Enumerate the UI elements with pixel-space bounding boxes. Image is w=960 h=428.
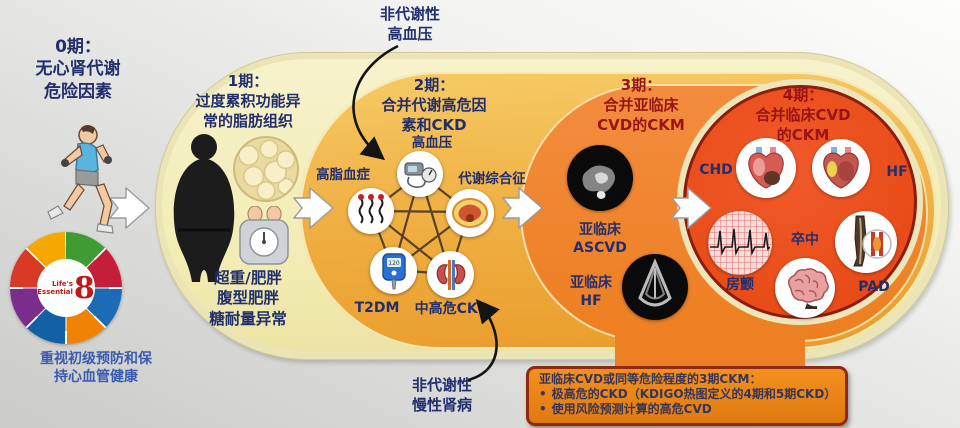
chevron-arrow-icon bbox=[293, 186, 335, 230]
stage0-footer: 重视初级预防和保 持心血管健康 bbox=[40, 351, 152, 386]
node-label-ckd: 中高危CKD bbox=[414, 301, 490, 317]
node-label-hypertension: 高血压 bbox=[411, 135, 453, 151]
stage3-title: 3期： 合并亚临床 CVD的CKM bbox=[597, 76, 685, 134]
chevron-arrow-icon bbox=[671, 186, 713, 230]
afib-circle bbox=[708, 211, 772, 275]
stroke-circle bbox=[775, 258, 835, 318]
t2dm-node: 120 bbox=[370, 247, 417, 294]
note-heading: 亚临床CVD或同等危险程度的3期CKM： bbox=[539, 372, 762, 386]
node-label-metabolic-syndrome: 代谢综合征 bbox=[458, 171, 526, 187]
note-bullet-2: • 使用风险预测计算的高危CVD bbox=[539, 402, 712, 417]
stage2-title: 2期： 合并代谢高危因 素和CKD bbox=[381, 76, 487, 134]
stage4-label-chd: CHD bbox=[699, 162, 733, 178]
bullet-glyph: • bbox=[539, 402, 547, 417]
stage4-title: 4期： 合并临床CVD 的CKM bbox=[755, 86, 851, 144]
heart-chd-icon bbox=[748, 147, 784, 189]
chevron-arrow-icon bbox=[502, 186, 544, 230]
stage3-risk-note-box: 亚临床CVD或同等危险程度的3期CKM： • 极高危的CKD（KDIGO热图定义… bbox=[526, 366, 848, 426]
ecg-icon bbox=[710, 228, 770, 256]
nonmetabolic-ckd-label: 非代谢性 慢性肾病 bbox=[411, 376, 472, 414]
bp-monitor-icon bbox=[404, 162, 437, 188]
echo-scan-icon bbox=[623, 255, 687, 319]
bullet-glyph: • bbox=[539, 387, 547, 402]
metabolic-syndrome-node bbox=[446, 189, 494, 237]
runner-icon bbox=[47, 125, 114, 234]
ckd-node bbox=[427, 251, 474, 298]
heart-hf-icon bbox=[823, 147, 859, 189]
lipid-molecule-icon bbox=[358, 194, 384, 224]
stage1-caption: 超重/肥胖 腹型肥胖 糖耐量异常 bbox=[209, 269, 287, 328]
ct-scan-icon bbox=[568, 146, 632, 210]
stage4-label-afib: 房颤 bbox=[726, 277, 754, 293]
stage3-label-hf: 亚临床 HF bbox=[570, 275, 612, 310]
adipose-tissue-icon bbox=[233, 136, 299, 202]
essential8-number: 8 bbox=[73, 270, 95, 306]
stage4-label-hf: HF bbox=[886, 164, 908, 180]
metabolic-syndrome-icon bbox=[452, 198, 488, 228]
pad-circle bbox=[835, 211, 897, 273]
leg-artery-icon bbox=[853, 215, 892, 267]
obese-figure-icon bbox=[173, 134, 235, 282]
hf-scan bbox=[622, 254, 688, 320]
node-label-t2dm: T2DM bbox=[354, 300, 400, 316]
stage0-title: 0期： 无心肾代谢 危险因素 bbox=[35, 37, 121, 102]
stage4-label-stroke: 卒中 bbox=[791, 232, 819, 248]
brain-icon bbox=[788, 268, 829, 309]
hypertension-node bbox=[397, 151, 443, 197]
stage4-label-pad: PAD bbox=[858, 279, 890, 295]
note-bullet-1: • 极高危的CKD（KDIGO热图定义的4期和5期CKD） bbox=[539, 387, 837, 402]
ascvd-scan bbox=[567, 145, 633, 211]
hf-circle bbox=[812, 139, 870, 197]
stage1-title: 1期： 过度累积功能异 常的脂肪组织 bbox=[195, 72, 301, 130]
node-label-hyperlipidemia: 高脂血症 bbox=[316, 167, 370, 183]
chevron-arrow-icon bbox=[109, 186, 151, 230]
chd-circle bbox=[736, 138, 796, 198]
hyperlipidemia-node bbox=[348, 188, 394, 234]
kidney-icon bbox=[436, 259, 465, 290]
weight-scale-icon bbox=[239, 206, 289, 265]
glucose-meter-icon: 120 bbox=[381, 252, 406, 289]
nonmetabolic-hypertension-label: 非代谢性 高血压 bbox=[379, 5, 440, 43]
svg-text:120: 120 bbox=[388, 260, 400, 267]
stage3-label-ascvd: 亚临床 ASCVD bbox=[573, 222, 627, 257]
